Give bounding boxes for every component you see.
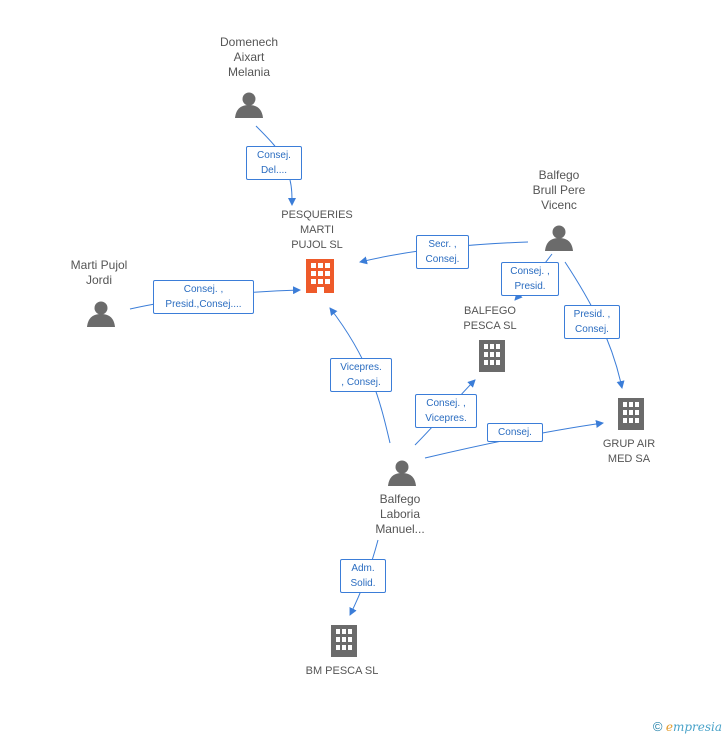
company-grup-air-building-icon[interactable] <box>618 398 644 430</box>
node-label-line: PESQUERIES <box>281 209 353 221</box>
edge-label-line: Del.... <box>260 165 288 176</box>
company-bm-pesca-building-icon[interactable] <box>331 625 357 657</box>
node-label-line: Laboria <box>379 507 421 521</box>
brand-logo[interactable]: empresia <box>666 720 722 734</box>
node-label-line: BALFEGO <box>464 305 516 317</box>
node-label-line: BM PESCA SL <box>305 665 379 677</box>
node-label-domenech[interactable]: Domenech Aixart Melania <box>199 35 299 80</box>
node-label-marti-pujol[interactable]: Marti Pujol Jordi <box>54 258 144 288</box>
edge-label-line: Consej. , <box>183 284 224 295</box>
edge-label-line: Consej. <box>575 324 609 335</box>
company-balfego-pesca-building-icon[interactable] <box>479 340 505 372</box>
edge-label-line: , Consej. <box>341 377 381 388</box>
node-label-line: Balfego <box>379 492 421 506</box>
company-pesqueries-building-icon[interactable] <box>306 259 334 293</box>
edge-label-line: Consej. , <box>510 266 550 277</box>
brand-rest: mpresia <box>672 720 722 734</box>
edge-label-line: Presid. <box>514 281 546 292</box>
edge-label-line: Vicepres. <box>340 362 382 373</box>
edge-label-line: Vicepres. <box>425 413 467 424</box>
edge-label-line: Presid. , <box>573 309 611 320</box>
node-label-line: Melania <box>227 65 271 79</box>
node-label-line: Aixart <box>233 50 265 64</box>
brand-initial: e <box>665 720 673 734</box>
node-label-line: Manuel... <box>375 522 425 536</box>
edge-label-line: Consej. <box>498 427 532 438</box>
node-label-grup-air[interactable]: GRUP AIR MED SA <box>589 437 669 467</box>
edge-label-line: Presid.,Consej.... <box>165 299 242 310</box>
edge-label-brull-pesqueries[interactable]: Secr. , Consej. <box>416 235 469 269</box>
edge-label-laboria-bm-pesca[interactable]: Adm. Solid. <box>340 559 386 593</box>
edge-label-laboria-grup-air[interactable]: Consej. <box>487 423 543 442</box>
node-label-balfego-brull[interactable]: Balfego Brull Pere Vicenc <box>511 168 607 213</box>
node-label-bm-pesca[interactable]: BM PESCA SL <box>292 664 392 679</box>
node-label-balfego-pesca[interactable]: BALFEGO PESCA SL <box>445 304 535 334</box>
person-domenech-icon[interactable] <box>235 92 263 119</box>
edge-label-line: Adm. <box>351 563 375 574</box>
node-label-line: Marti Pujol <box>70 258 128 272</box>
edge-label-laboria-pesqueries[interactable]: Vicepres. , Consej. <box>330 358 392 392</box>
edge-label-brull-balfego-pesca[interactable]: Consej. , Presid. <box>501 262 559 296</box>
node-label-line: Jordi <box>85 273 112 287</box>
person-balfego-laboria-icon[interactable] <box>388 460 416 487</box>
edge-label-brull-grup-air[interactable]: Presid. , Consej. <box>564 305 620 339</box>
node-label-line: PESCA SL <box>463 320 517 332</box>
node-label-line: GRUP AIR <box>602 438 656 450</box>
node-label-line: Vicenc <box>541 198 577 212</box>
node-label-line: PUJOL SL <box>291 239 343 251</box>
edge-label-line: Consej. <box>257 150 291 161</box>
edge-label-line: Consej. , <box>426 398 466 409</box>
person-balfego-brull-icon[interactable] <box>545 225 573 252</box>
person-marti-pujol-icon[interactable] <box>87 301 115 328</box>
edge-label-laboria-balfego-pesca[interactable]: Consej. , Vicepres. <box>415 394 477 428</box>
edge-label-line: Solid. <box>350 578 376 589</box>
node-label-balfego-laboria[interactable]: Balfego Laboria Manuel... <box>355 492 445 537</box>
node-label-pesqueries[interactable]: PESQUERIES MARTI PUJOL SL <box>262 208 372 253</box>
node-label-line: MED SA <box>607 453 651 465</box>
copyright-symbol: © <box>652 719 663 734</box>
edge-label-line: Secr. , <box>428 239 457 250</box>
node-label-line: MARTI <box>299 224 335 236</box>
edge-label-domenech-pesqueries[interactable]: Consej. Del.... <box>246 146 302 180</box>
edge-label-line: Consej. <box>425 254 460 265</box>
edge-label-marti-pesqueries[interactable]: Consej. , Presid.,Consej.... <box>153 280 254 314</box>
node-label-line: Brull Pere <box>532 183 586 197</box>
node-label-line: Balfego <box>538 168 580 182</box>
footer-brand: © empresia <box>653 719 722 734</box>
node-label-line: Domenech <box>219 35 279 49</box>
